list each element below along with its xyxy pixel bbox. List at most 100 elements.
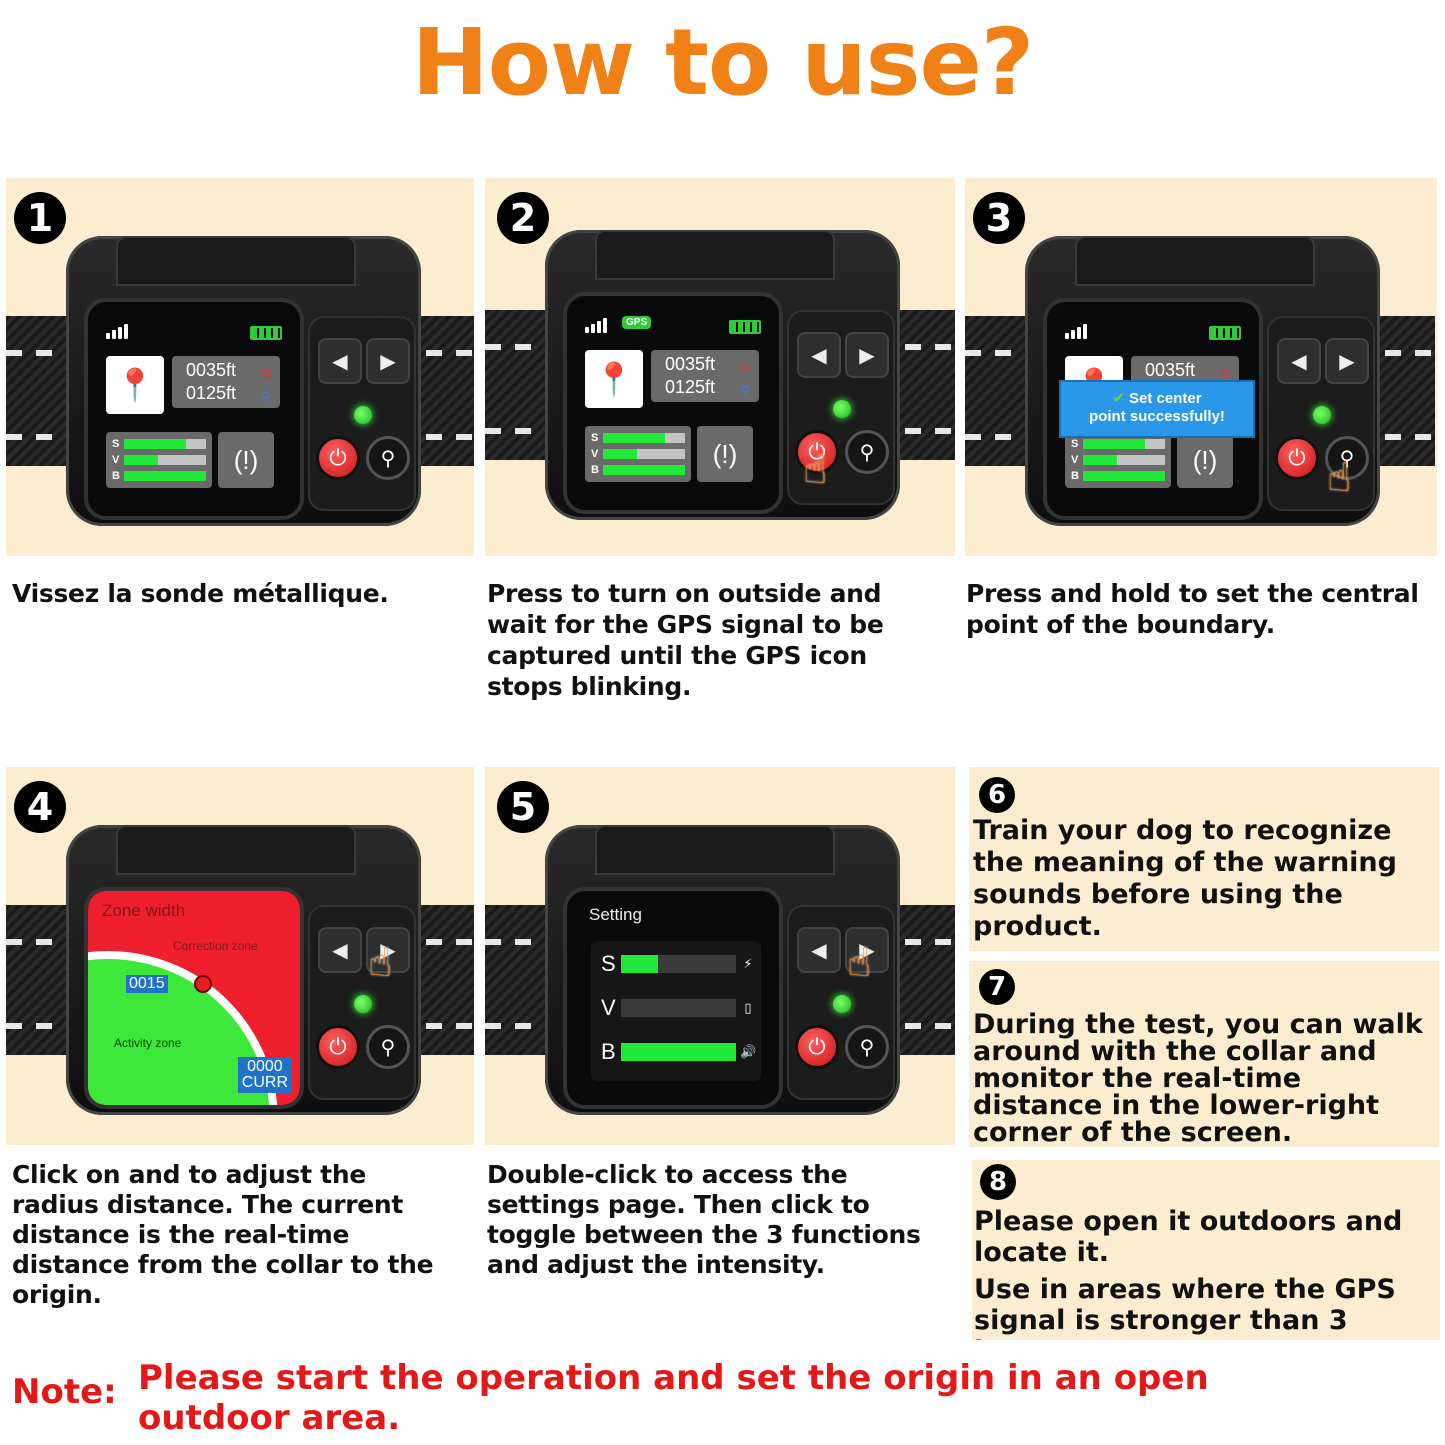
- level-bar: [603, 433, 685, 443]
- zone-width-screen: Zone width Correction zone Activity zone…: [88, 891, 300, 1105]
- svb-label: V: [591, 448, 599, 460]
- step-2-caption: Press to turn on outside and wait for th…: [487, 579, 884, 701]
- control-panel: ◀ ▶ ⏻ ⚲: [787, 310, 895, 505]
- right-arrow-button[interactable]: ▶: [366, 338, 410, 384]
- step-1-caption: Vissez la sonde métallique.: [12, 579, 389, 608]
- success-toast: ✔Set center point successfully!: [1059, 380, 1255, 438]
- location-pin-icon: 📍: [585, 350, 643, 408]
- pin-icon: ⚲: [740, 383, 750, 398]
- power-button[interactable]: ⏻: [316, 436, 360, 480]
- setting-row-beep[interactable]: B 🔊: [601, 1039, 756, 1065]
- location-pin-icon: 📍: [106, 356, 164, 414]
- warning-icon: (!): [218, 432, 274, 488]
- device-screen: Zone width Correction zone Activity zone…: [84, 887, 304, 1109]
- device-screen: 📍 0035ft ⊖ S V B (!) ✔Set center point s…: [1043, 298, 1263, 520]
- level-bar: [1083, 455, 1165, 465]
- pointing-hand-icon: ☝: [368, 941, 393, 985]
- set-origin-button[interactable]: ⚲: [845, 430, 889, 474]
- current-distance-label: CURR: [241, 1074, 288, 1091]
- intensity-bar: [621, 955, 736, 973]
- left-arrow-button[interactable]: ◀: [797, 332, 841, 378]
- power-button[interactable]: ⏻: [1275, 436, 1319, 480]
- status-led: [354, 406, 372, 424]
- right-arrow-button[interactable]: ▶: [366, 927, 410, 973]
- step-4-panel: 4 Zone width Correction zone Activity zo…: [6, 767, 474, 1145]
- correction-zone-label: Correction zone: [173, 939, 258, 953]
- step-number-badge: 2: [497, 192, 549, 244]
- set-origin-button[interactable]: ⚲: [366, 1025, 410, 1069]
- step-7-caption: During the test, you can walk around wit…: [973, 1009, 1423, 1147]
- device-top: [595, 825, 835, 875]
- boundary-marker: [194, 975, 212, 993]
- status-led: [833, 400, 851, 418]
- toast-line-2: point successfully!: [1089, 408, 1225, 425]
- speaker-icon: 🔊: [740, 1044, 757, 1059]
- no-entry-icon: ⊖: [261, 366, 272, 381]
- gps-badge: GPS: [622, 316, 652, 329]
- step-number-badge: 5: [497, 781, 549, 833]
- warning-icon: (!): [1177, 432, 1233, 488]
- zone-width-title: Zone width: [102, 901, 186, 920]
- warning-icon: (!): [697, 426, 753, 482]
- distance-bottom-value: 0125ft: [186, 383, 237, 403]
- distance-top-value: 0035ft: [1145, 360, 1196, 380]
- radius-value: 0015: [126, 975, 168, 993]
- setting-label: V: [601, 995, 616, 1020]
- level-bar: [603, 465, 685, 475]
- set-origin-button[interactable]: ⚲: [1325, 436, 1369, 480]
- page-title: How to use?: [411, 9, 1034, 116]
- setting-label: S: [601, 951, 616, 976]
- note-text: Please start the operation and set the o…: [138, 1358, 1209, 1438]
- power-button[interactable]: ⏻: [795, 430, 839, 474]
- svb-levels: S V B: [585, 426, 691, 482]
- set-origin-button[interactable]: ⚲: [366, 436, 410, 480]
- svb-label: S: [591, 432, 599, 444]
- step-5-caption: Double-click to access the settings page…: [487, 1160, 921, 1279]
- intensity-bar: [621, 1043, 736, 1061]
- step-8-panel: 8 Please open it outdoors and locate it.…: [972, 1160, 1440, 1340]
- power-button[interactable]: ⏻: [316, 1025, 360, 1069]
- right-arrow-button[interactable]: ▶: [845, 927, 889, 973]
- setting-row-vibration[interactable]: V ▯: [601, 995, 756, 1021]
- control-panel: ◀ ▶ ⏻ ⚲: [787, 905, 895, 1100]
- collar-device: Setting S ⚡ V ▯ B 🔊: [485, 825, 955, 1125]
- collar-device: 📍 0035ft 0125ft ⊖ ⚲ S V B (!) ◀ ▶ ⏻ ⚲: [6, 236, 474, 536]
- collar-device: Zone width Correction zone Activity zone…: [6, 825, 474, 1125]
- settings-title: Setting: [589, 905, 642, 924]
- level-bar: [1083, 471, 1165, 481]
- svb-label: B: [1071, 470, 1079, 482]
- device-screen: Setting S ⚡ V ▯ B 🔊: [563, 887, 783, 1109]
- svb-levels: S V B: [1065, 432, 1171, 488]
- battery-icon: [729, 320, 761, 334]
- step-number-badge: 3: [973, 192, 1025, 244]
- intensity-bar: [621, 999, 736, 1017]
- current-distance-value: 0000: [247, 1058, 283, 1075]
- right-arrow-button[interactable]: ▶: [1325, 338, 1369, 384]
- checkmark-icon: ✔: [1112, 390, 1126, 407]
- step-5-panel: 5 Setting S ⚡ V ▯ B 🔊: [485, 767, 955, 1145]
- step-8-caption: Please open it outdoors and locate it.: [974, 1206, 1403, 1268]
- level-bar: [124, 439, 206, 449]
- no-entry-icon: ⊖: [1220, 366, 1231, 381]
- collar-device: GPS 📍 0035ft 0125ft ⊖ ⚲ S V B (!) ◀ ▶ ⏻: [485, 230, 955, 530]
- svb-label: S: [1071, 438, 1079, 450]
- step-2-panel: 2 GPS 📍 0035ft 0125ft ⊖ ⚲ S V B (!): [485, 178, 955, 556]
- left-arrow-button[interactable]: ◀: [318, 338, 362, 384]
- left-arrow-button[interactable]: ◀: [797, 927, 841, 973]
- step-8-caption-2: Use in areas where the GPS signal is str…: [974, 1274, 1396, 1340]
- step-3-panel: 3 📍 0035ft ⊖ S V B (!) ✔Set center point…: [965, 178, 1437, 556]
- control-panel: ◀ ▶ ⏻ ⚲: [308, 905, 416, 1100]
- left-arrow-button[interactable]: ◀: [318, 927, 362, 973]
- device-top: [1075, 236, 1315, 286]
- power-button[interactable]: ⏻: [795, 1025, 839, 1069]
- left-arrow-button[interactable]: ◀: [1277, 338, 1321, 384]
- svb-label: B: [112, 470, 120, 482]
- signal-bars-icon: [106, 324, 128, 339]
- set-origin-button[interactable]: ⚲: [845, 1025, 889, 1069]
- distance-tile: 0035ft 0125ft ⊖ ⚲: [651, 350, 759, 402]
- step-7-panel: 7 During the test, you can walk around w…: [969, 961, 1439, 1147]
- right-arrow-button[interactable]: ▶: [845, 332, 889, 378]
- setting-row-shock[interactable]: S ⚡: [601, 951, 756, 977]
- step-number-badge: 6: [979, 777, 1015, 813]
- current-distance-badge: 0000 CURR: [237, 1057, 292, 1093]
